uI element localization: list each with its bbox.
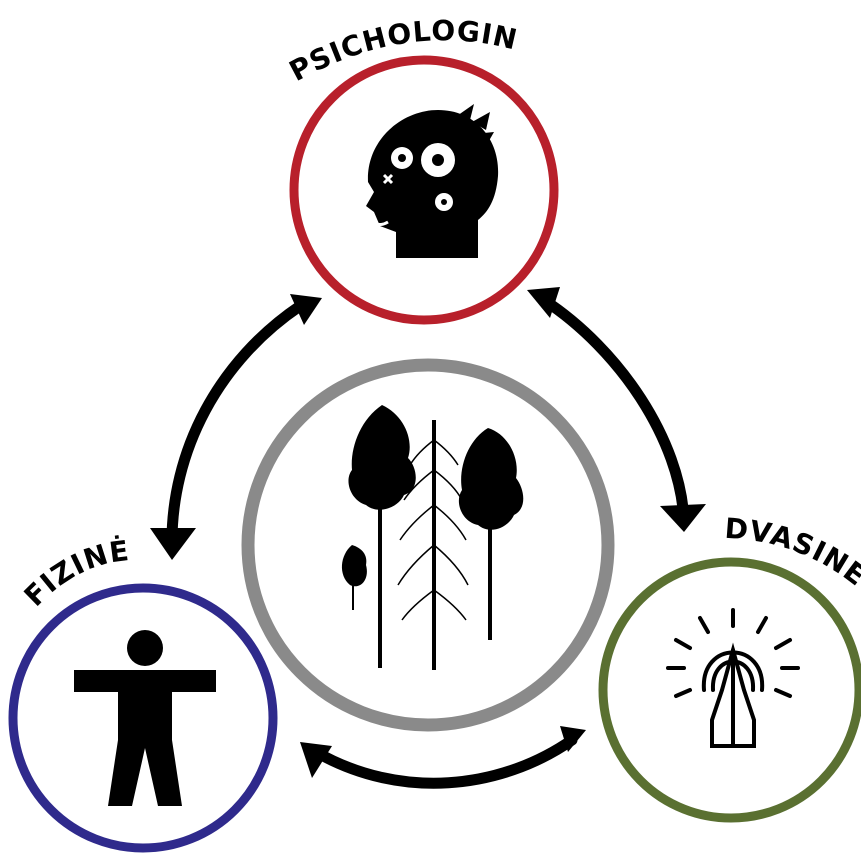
arrow-psychological-spiritual xyxy=(527,287,706,532)
arrow-physical-psychological xyxy=(150,294,322,560)
center-circle xyxy=(241,358,615,732)
arrow-physical-spiritual xyxy=(300,726,586,789)
psychological-circle xyxy=(289,55,559,325)
human-figure-icon xyxy=(74,630,216,806)
head-gears-icon xyxy=(366,104,499,258)
spiritual-circle xyxy=(598,557,861,823)
physical-label: FIZINĖ xyxy=(18,533,132,613)
physical-circle xyxy=(8,583,278,853)
praying-hands-icon xyxy=(666,608,800,748)
psychological-label: PSICHOLOGINĖ xyxy=(0,0,521,88)
pine-trees-icon xyxy=(341,405,524,670)
